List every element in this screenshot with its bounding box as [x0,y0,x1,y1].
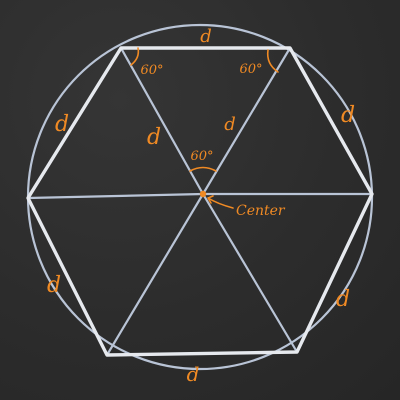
side-label-upper-right: d [341,103,355,128]
side-label-lower-left: d [47,273,61,298]
center-label: Center [236,203,286,219]
spoke-to-top-right-vertex [201,46,292,196]
angle-label-top-left: 60° [140,63,163,78]
side-label-upper-left: d [55,112,69,137]
radius-label-right: d [224,114,236,135]
hexagon-outline [26,46,374,357]
angle-label-top-right: 60° [239,62,262,77]
spoke-to-bottom-left-vertex [105,192,205,357]
top-right-angle-arc [266,49,279,73]
center-arrow [207,195,234,209]
top-left-angle-arc [130,47,140,66]
side-label-top: d [200,26,212,47]
side-label-lower-right: d [336,287,350,312]
spoke-to-left-vertex [26,192,205,200]
angle-label-center: 60° [190,149,213,164]
spoke-to-top-left-vertex [119,46,205,196]
spoke-to-bottom-right-vertex [201,192,299,354]
center-angle-arc [189,166,217,172]
center-point [199,190,207,198]
side-label-bottom: d [187,362,200,386]
radius-label-left: d [147,125,161,150]
